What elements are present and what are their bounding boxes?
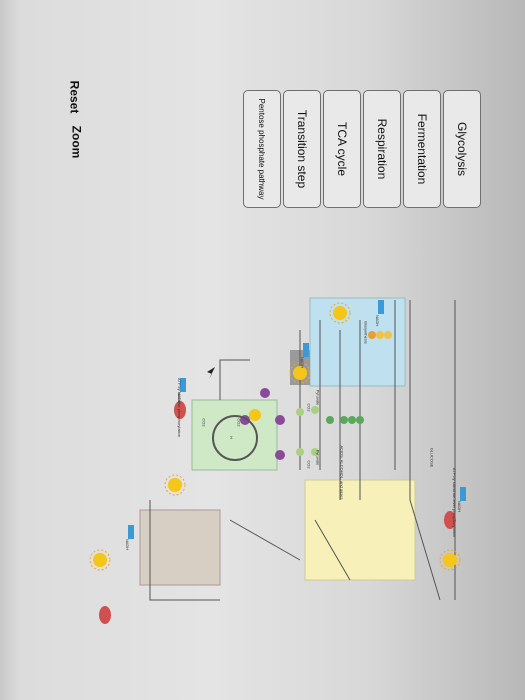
h-label: H xyxy=(228,436,234,439)
pyruvate-label-1: Pyruvate xyxy=(315,389,321,406)
enzyme-icon-1 xyxy=(174,401,186,419)
pathway-lines xyxy=(149,300,456,601)
co2-label-3: CO2 xyxy=(236,418,242,427)
atp-icon-4 xyxy=(164,474,186,496)
tca-cycle-ring xyxy=(212,415,258,461)
nadh-label-3: NADH xyxy=(177,391,183,404)
respiration-box xyxy=(139,509,221,586)
tca-box xyxy=(191,399,278,471)
nadh-label-5: NADH xyxy=(125,538,131,551)
enzyme-icon-3 xyxy=(99,606,111,624)
atp-icon-2 xyxy=(289,362,311,384)
co2-label-1: CO2 xyxy=(306,403,312,412)
co2-label-2: CO2 xyxy=(306,460,312,469)
fermentation-products-label: ACIDS, ALCOHOL, and gases xyxy=(339,445,345,500)
molecule-chain xyxy=(240,331,392,460)
nadh-label-4: NADH xyxy=(457,500,463,513)
nadh-label-2: NADH xyxy=(300,356,306,369)
glucose-label: GLUCOSE xyxy=(429,447,435,468)
oxidative-phos-label: ATP by oxidative phosphorylation xyxy=(177,378,182,437)
nadh-label-1: NADH xyxy=(375,314,381,327)
atp-icon-6 xyxy=(89,549,111,571)
glycolysis-box xyxy=(309,297,406,387)
cursor-arrow xyxy=(207,367,215,379)
co2-label-4: CO2 xyxy=(201,418,207,427)
atp-icon-3 xyxy=(249,409,261,421)
atp-icon-5 xyxy=(439,549,461,571)
atp-icon-1 xyxy=(329,302,351,324)
nadh-tags xyxy=(128,300,466,539)
enzyme-icon-2 xyxy=(444,511,456,529)
pyruvate-label-2: Pyruvate xyxy=(315,449,321,466)
biosynthesis-label: Biosynthesis xyxy=(363,321,369,344)
